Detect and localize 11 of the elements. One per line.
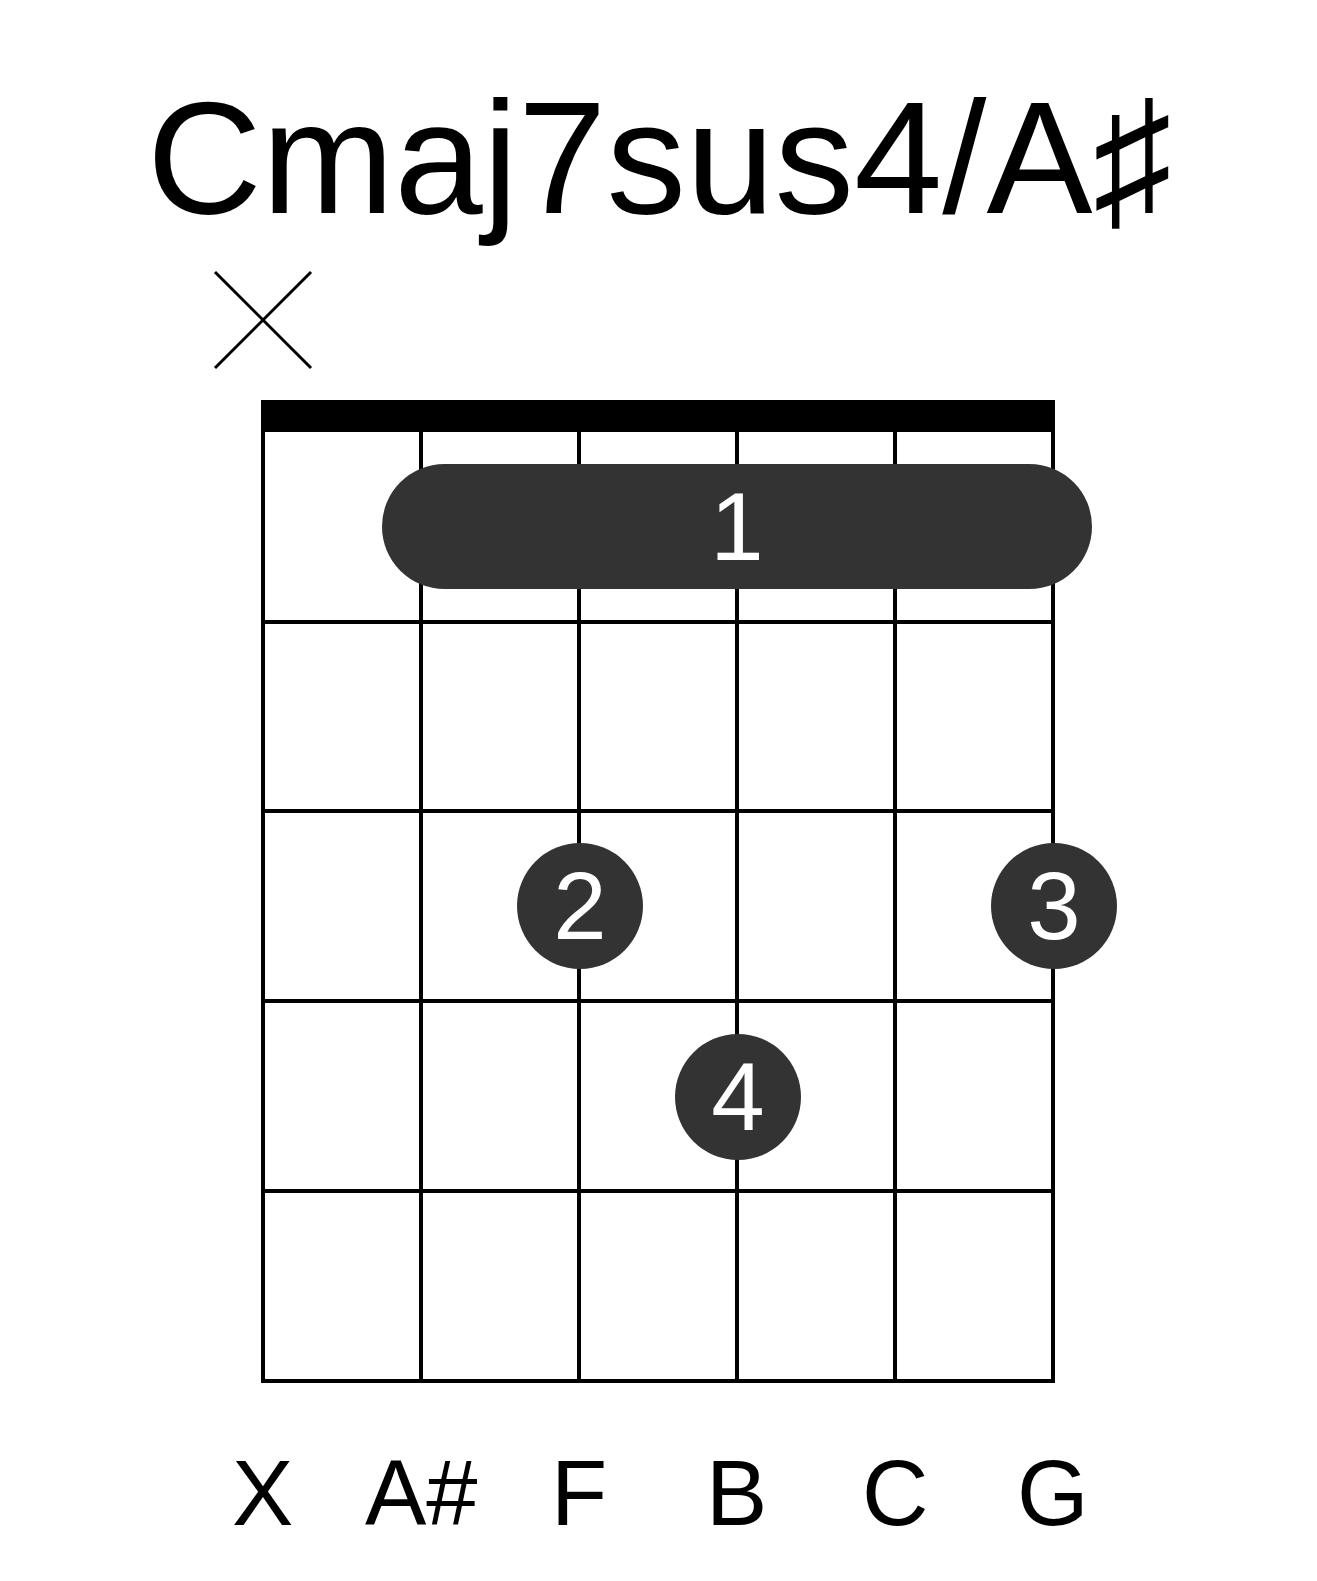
string-note-label: F [551, 1447, 608, 1539]
finger-dot: 4 [675, 1034, 801, 1160]
finger-dot: 3 [991, 843, 1117, 969]
finger-dot: 2 [517, 843, 643, 969]
string-note-label: G [1017, 1447, 1089, 1539]
string-note-label: C [862, 1447, 929, 1539]
string-note-label: A# [365, 1447, 478, 1539]
chord-title: Cmaj7sus4/A♯ [147, 68, 1173, 249]
string-note-label: X [232, 1447, 294, 1539]
finger-barre: 1 [382, 464, 1092, 589]
string-note-label: B [706, 1447, 768, 1539]
